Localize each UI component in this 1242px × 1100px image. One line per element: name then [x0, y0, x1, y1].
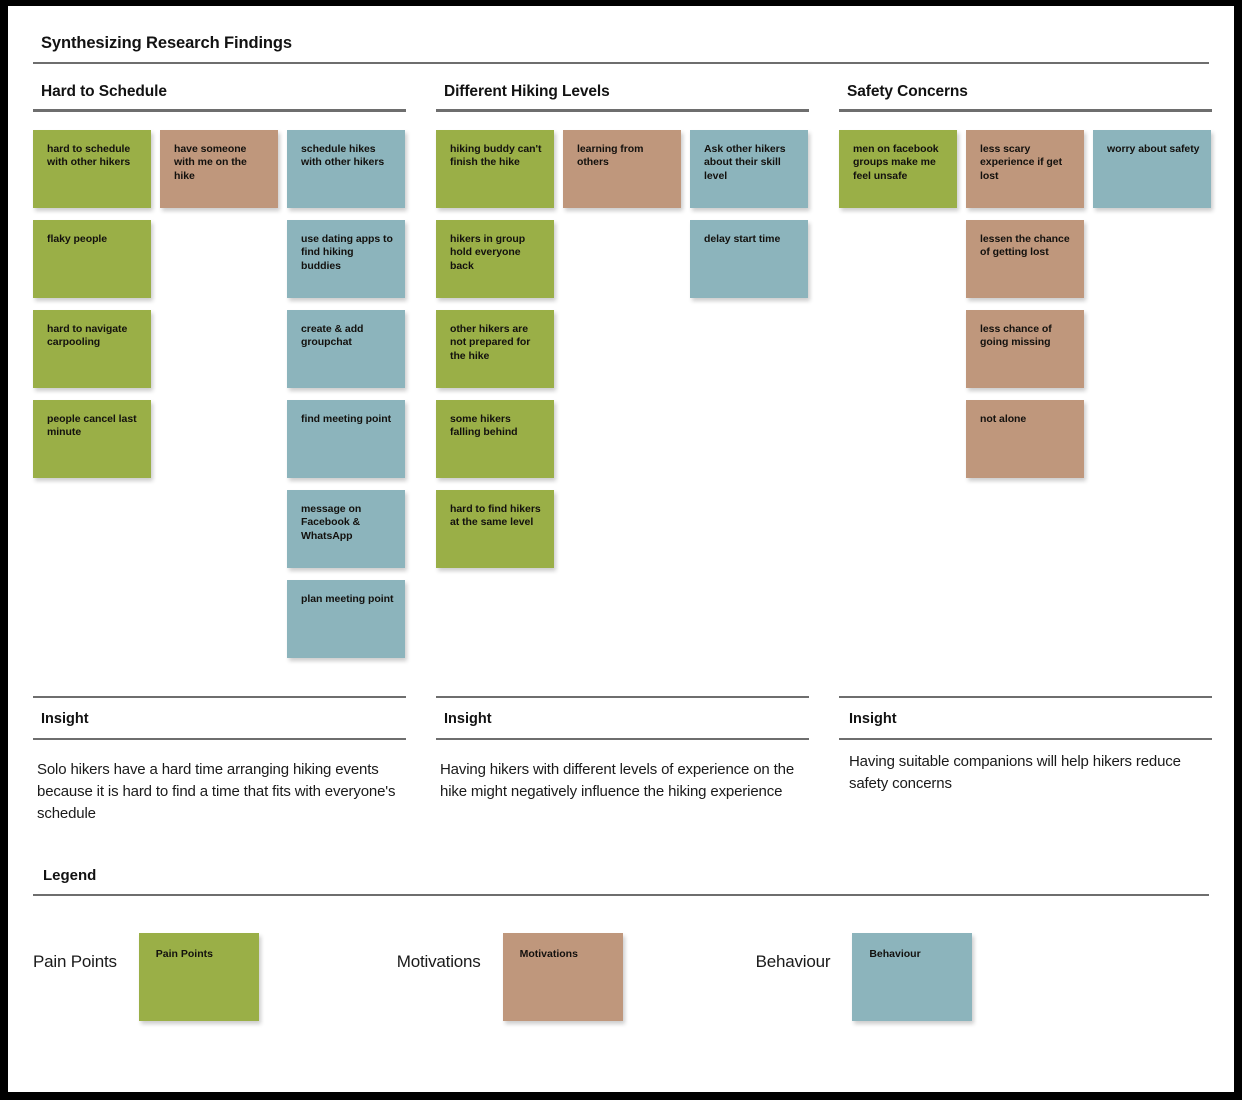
insight-label: Insight [444, 710, 492, 727]
insight-safety-concerns: Insight Having suitable companions will … [839, 695, 1212, 826]
column-title: Safety Concerns [847, 83, 968, 100]
sticky-note[interactable]: hikers in group hold everyone back [436, 219, 554, 298]
legend-section: Legend Pain Points Pain Points Motivatio… [33, 867, 1209, 1022]
synthesis-board: Synthesizing Research Findings Hard to S… [33, 28, 1212, 1074]
sticky-note[interactable]: have someone with me on the hike [160, 129, 278, 208]
legend-title: Legend [43, 867, 97, 885]
theme-column-different-hiking-levels: Different Hiking Levels hiking buddy can… [436, 83, 809, 670]
sticky-note[interactable]: delay start time [690, 219, 808, 298]
insight-text: Having suitable companions will help hik… [849, 752, 1181, 792]
sticky-note[interactable]: lessen the chance of getting lost [966, 219, 1084, 298]
sticky-note[interactable]: other hikers are not prepared for the hi… [436, 309, 554, 388]
sticky-note[interactable]: hiking buddy can't finish the hike [436, 129, 554, 208]
insight-divider-top [33, 695, 406, 698]
sticky-note[interactable]: message on Facebook & WhatsApp [287, 489, 405, 568]
note-column-pain-points: hard to schedule with other hikers flaky… [33, 129, 151, 670]
sticky-note[interactable]: people cancel last minute [33, 399, 151, 478]
legend-item-label: Pain Points [33, 952, 117, 972]
title-divider [33, 62, 1209, 64]
insight-divider-bottom [436, 737, 809, 740]
note-column-pain-points: hiking buddy can't finish the hike hiker… [436, 129, 554, 580]
note-column-motivations: learning from others [563, 129, 681, 580]
theme-column-safety-concerns: Safety Concerns men on facebook groups m… [839, 83, 1212, 670]
legend-item-motivations: Motivations Motivations [396, 933, 623, 1022]
sticky-note[interactable]: schedule hikes with other hikers [287, 129, 405, 208]
insight-label: Insight [849, 710, 897, 727]
legend-item-label: Behaviour [755, 952, 831, 972]
legend-divider [33, 894, 1209, 897]
sticky-note[interactable]: hard to navigate carpooling [33, 309, 151, 388]
column-divider [436, 109, 809, 112]
insight-different-hiking-levels: Insight Having hikers with different lev… [436, 695, 809, 826]
note-column-behaviour: schedule hikes with other hikers use dat… [287, 129, 405, 670]
insight-divider-top [839, 695, 1212, 698]
sticky-note[interactable]: use dating apps to find hiking buddies [287, 219, 405, 298]
insight-text: Having hikers with different levels of e… [440, 760, 795, 800]
insight-hard-to-schedule: Insight Solo hikers have a hard time arr… [33, 695, 406, 826]
sticky-note[interactable]: some hikers falling behind [436, 399, 554, 478]
sticky-note[interactable]: not alone [966, 399, 1084, 478]
sticky-note[interactable]: plan meeting point [287, 579, 405, 658]
column-divider [839, 109, 1212, 112]
insight-divider-bottom [33, 737, 406, 740]
insight-text: Solo hikers have a hard time arranging h… [37, 760, 396, 822]
note-column-pain-points: men on facebook groups make me feel unsa… [839, 129, 957, 490]
legend-item-behaviour: Behaviour Behaviour [755, 933, 973, 1022]
theme-columns: Hard to Schedule hard to schedule with o… [33, 83, 1212, 670]
note-column-motivations: less scary experience if get lost lessen… [966, 129, 1084, 490]
legend-swatch-motivations: Motivations [502, 933, 623, 1022]
insight-label: Insight [41, 710, 89, 727]
note-column-behaviour: worry about safety [1093, 129, 1211, 490]
insights-row: Insight Solo hikers have a hard time arr… [33, 695, 1212, 826]
column-title: Different Hiking Levels [444, 83, 610, 100]
legend-item-pain-points: Pain Points Pain Points [33, 933, 259, 1022]
note-column-motivations: have someone with me on the hike [160, 129, 278, 670]
sticky-note[interactable]: less scary experience if get lost [966, 129, 1084, 208]
sticky-note[interactable]: Ask other hikers about their skill level [690, 129, 808, 208]
note-column-behaviour: Ask other hikers about their skill level… [690, 129, 808, 580]
board-frame: Synthesizing Research Findings Hard to S… [8, 6, 1234, 1092]
legend-swatch-pain-points: Pain Points [138, 933, 259, 1022]
sticky-note[interactable]: create & add groupchat [287, 309, 405, 388]
legend-swatch-behaviour: Behaviour [852, 933, 973, 1022]
theme-column-hard-to-schedule: Hard to Schedule hard to schedule with o… [33, 83, 406, 670]
legend-items: Pain Points Pain Points Motivations Moti… [33, 933, 1209, 1022]
sticky-note[interactable]: learning from others [563, 129, 681, 208]
column-divider [33, 109, 406, 112]
note-grid: hiking buddy can't finish the hike hiker… [436, 129, 809, 580]
legend-item-label: Motivations [396, 952, 481, 972]
insight-divider-bottom [839, 737, 1212, 740]
note-grid: hard to schedule with other hikers flaky… [33, 129, 406, 670]
sticky-note[interactable]: hard to schedule with other hikers [33, 129, 151, 208]
sticky-note[interactable]: less chance of going missing [966, 309, 1084, 388]
column-title: Hard to Schedule [41, 83, 167, 100]
note-grid: men on facebook groups make me feel unsa… [839, 129, 1212, 490]
page-title: Synthesizing Research Findings [41, 34, 292, 52]
sticky-note[interactable]: worry about safety [1093, 129, 1211, 208]
sticky-note[interactable]: hard to find hikers at the same level [436, 489, 554, 568]
sticky-note[interactable]: flaky people [33, 219, 151, 298]
sticky-note[interactable]: find meeting point [287, 399, 405, 478]
insight-divider-top [436, 695, 809, 698]
sticky-note[interactable]: men on facebook groups make me feel unsa… [839, 129, 957, 208]
